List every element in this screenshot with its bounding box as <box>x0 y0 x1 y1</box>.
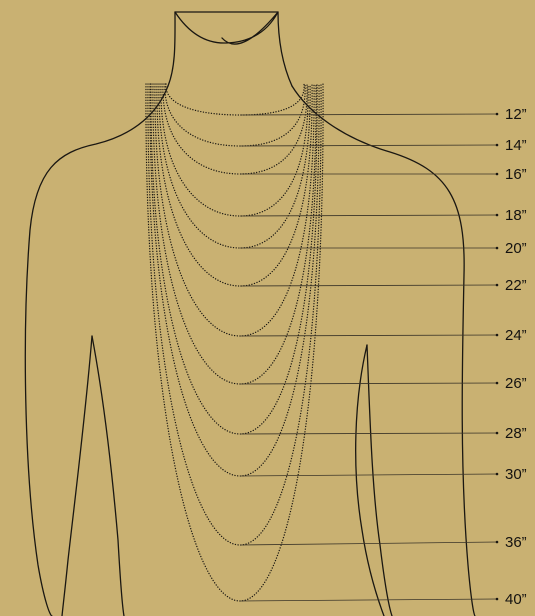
leader-line-6 <box>240 285 497 286</box>
leader-line-8 <box>240 383 497 384</box>
necklace-7 <box>155 84 314 336</box>
necklace-lines <box>146 84 323 601</box>
length-label: 18” <box>505 207 527 224</box>
body-silhouette <box>25 12 475 616</box>
length-label: 28” <box>505 425 527 442</box>
length-label: 24” <box>505 327 527 344</box>
leader-line-11 <box>240 542 497 545</box>
neck-opening <box>175 12 278 44</box>
length-label: 16” <box>505 166 527 183</box>
left-arm-crease <box>92 336 124 616</box>
leader-dot-10 <box>496 473 499 476</box>
leader-line-10 <box>240 474 497 476</box>
length-label: 14” <box>505 137 527 154</box>
necklace-3 <box>163 84 307 174</box>
left-arm-inner <box>62 336 92 616</box>
length-label: 26” <box>505 375 527 392</box>
necklace-5 <box>159 84 310 248</box>
leader-dot-3 <box>496 173 499 176</box>
necklace-8 <box>153 84 316 384</box>
neck-right <box>278 12 292 86</box>
leader-dot-8 <box>496 382 499 385</box>
length-labels: 12” 14” 16” 18” 20” 22” 24” 26” 28” 30” 36” 40” <box>240 106 527 608</box>
length-label: 22” <box>505 277 527 294</box>
leader-dot-5 <box>496 247 499 250</box>
neck-left <box>168 12 175 86</box>
right-arm-crease <box>356 345 384 616</box>
length-label: 20” <box>505 240 527 257</box>
torso-right-outline <box>292 86 475 616</box>
necklace-1 <box>166 84 304 115</box>
leader-line-1 <box>240 114 497 115</box>
necklace-9 <box>151 84 317 434</box>
length-label: 30” <box>505 466 527 483</box>
leader-dot-11 <box>496 541 499 544</box>
length-label: 40” <box>505 591 527 608</box>
leader-line-12 <box>240 599 497 601</box>
length-label: 12” <box>505 106 527 123</box>
leader-dot-4 <box>496 214 499 217</box>
necklace-6 <box>157 84 312 286</box>
leader-line-2 <box>240 145 497 146</box>
leader-line-9 <box>240 433 497 434</box>
length-label: 36” <box>505 534 527 551</box>
leader-dot-6 <box>496 284 499 287</box>
leader-dot-9 <box>496 432 499 435</box>
leader-line-7 <box>240 335 497 336</box>
leader-dot-2 <box>496 144 499 147</box>
leader-dot-7 <box>496 334 499 337</box>
leader-dot-12 <box>496 598 499 601</box>
leader-dot-1 <box>496 113 499 116</box>
necklace-10 <box>150 84 319 476</box>
